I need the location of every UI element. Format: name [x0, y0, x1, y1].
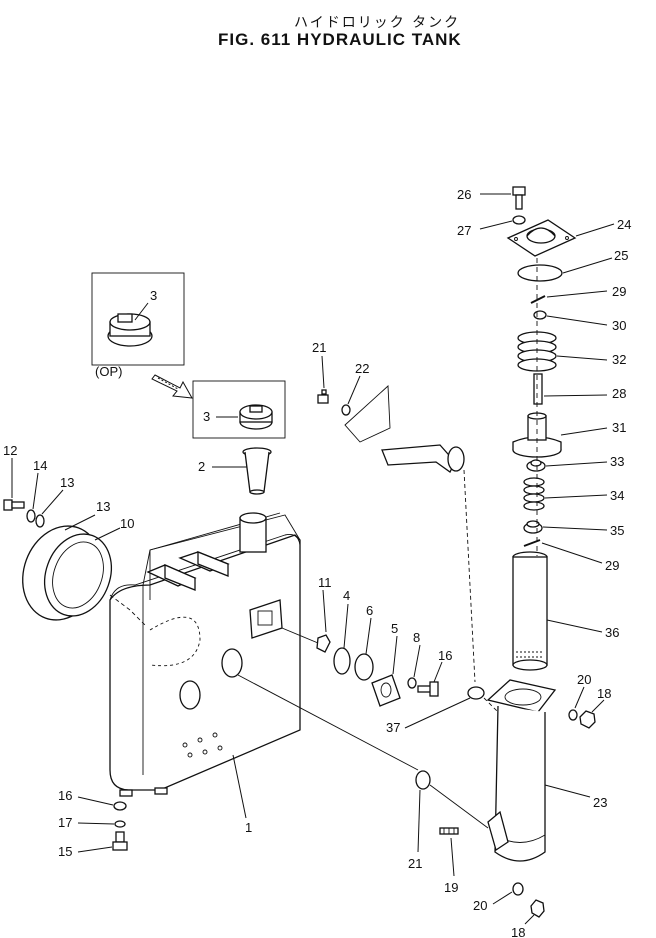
callout-20: 20 — [577, 672, 591, 687]
callout-2: 2 — [198, 459, 205, 474]
bolt-26 — [512, 186, 526, 210]
filter-element — [512, 551, 548, 671]
callout-7: 5 — [391, 621, 398, 636]
callout-23: 23 — [593, 795, 607, 810]
pin-29-b — [523, 539, 541, 547]
title-japanese: ハイドロリック タンク — [294, 15, 461, 31]
spring-32 — [517, 331, 557, 372]
callout-22: 22 — [355, 361, 369, 376]
arrow-icon — [151, 374, 193, 399]
oring-25 — [517, 264, 563, 282]
callout-29: 29 — [612, 284, 626, 299]
callout-35: 35 — [610, 523, 624, 538]
callout-27: 27 — [457, 223, 471, 238]
suction-pipe — [344, 385, 465, 473]
callout-28: 28 — [612, 386, 626, 401]
oring-37-a — [467, 686, 485, 700]
cap-box — [192, 380, 286, 439]
oring-6 — [333, 647, 351, 675]
callout-21: 21 — [312, 340, 326, 355]
callout-19: 19 — [444, 880, 458, 895]
callout-4: 11 — [318, 575, 332, 590]
callout-25: 25 — [614, 248, 628, 263]
cover-24 — [506, 219, 577, 257]
gauge-5 — [354, 653, 374, 681]
callout-18-b: 18 — [511, 925, 525, 938]
bolt-19 — [439, 827, 459, 835]
callout-3: 3 — [150, 288, 157, 303]
pin-29-a — [530, 295, 546, 304]
nut-18-b — [530, 899, 545, 918]
cover-plate — [22, 525, 112, 621]
oring-37-b — [415, 770, 431, 790]
callout-37-b: 21 — [408, 856, 422, 871]
pin-28 — [533, 373, 543, 405]
part-4 — [316, 634, 331, 653]
washer-30 — [533, 310, 547, 320]
spring-34 — [523, 477, 545, 511]
washer-13 — [35, 514, 45, 528]
callout-36: 36 — [605, 625, 619, 640]
plate-7 — [371, 674, 401, 707]
callout-32: 32 — [612, 352, 626, 367]
drain-plug-15 — [112, 831, 128, 851]
option-label: (OP) — [95, 364, 122, 379]
washer-16 — [113, 801, 127, 811]
callout-6: 4 — [343, 588, 350, 603]
callout-31: 31 — [612, 420, 626, 435]
callout-13: 13 — [60, 475, 74, 490]
strainer-part — [242, 447, 272, 495]
part-35 — [523, 520, 543, 534]
callout-8: 16 — [438, 648, 452, 663]
callout-20-b: 20 — [473, 898, 487, 913]
washer-9 — [407, 677, 417, 689]
part-33 — [526, 459, 546, 472]
filter-housing — [486, 679, 557, 862]
callout-9: 8 — [413, 630, 420, 645]
washer-17 — [114, 820, 126, 828]
callout-1: 1 — [245, 820, 252, 835]
callout-26: 26 — [457, 187, 471, 202]
washer-20-b — [512, 882, 524, 896]
callout-16: 16 — [58, 788, 72, 803]
callout-30: 30 — [612, 318, 626, 333]
bolt-12 — [3, 499, 25, 511]
figure-title: FIG. 611 HYDRAULIC TANK — [218, 30, 462, 49]
callout-34: 34 — [610, 488, 624, 503]
washer-14 — [26, 509, 36, 523]
bolt-8 — [417, 681, 439, 697]
washer-20-a — [568, 709, 578, 721]
callout-24: 24 — [617, 217, 631, 232]
callout-10: 13 — [96, 499, 110, 514]
hydraulic-tank-body — [109, 512, 301, 797]
callout-37: 37 — [386, 720, 400, 735]
callout-5: 6 — [366, 603, 373, 618]
bolt-21 — [317, 389, 329, 404]
callout-33: 33 — [610, 454, 624, 469]
nut-18-a — [579, 710, 596, 729]
callout-18: 18 — [597, 686, 611, 701]
callout-17: 17 — [58, 815, 72, 830]
callout-29-b: 29 — [605, 558, 619, 573]
callout-12: 12 — [3, 443, 17, 458]
option-inset-box — [91, 272, 185, 366]
washer-27 — [512, 215, 526, 225]
callout-3-b: 3 — [203, 409, 210, 424]
callout-15: 15 — [58, 844, 72, 859]
callout-11: 10 — [120, 516, 134, 531]
washer-22 — [341, 404, 351, 416]
callout-14: 14 — [33, 458, 47, 473]
